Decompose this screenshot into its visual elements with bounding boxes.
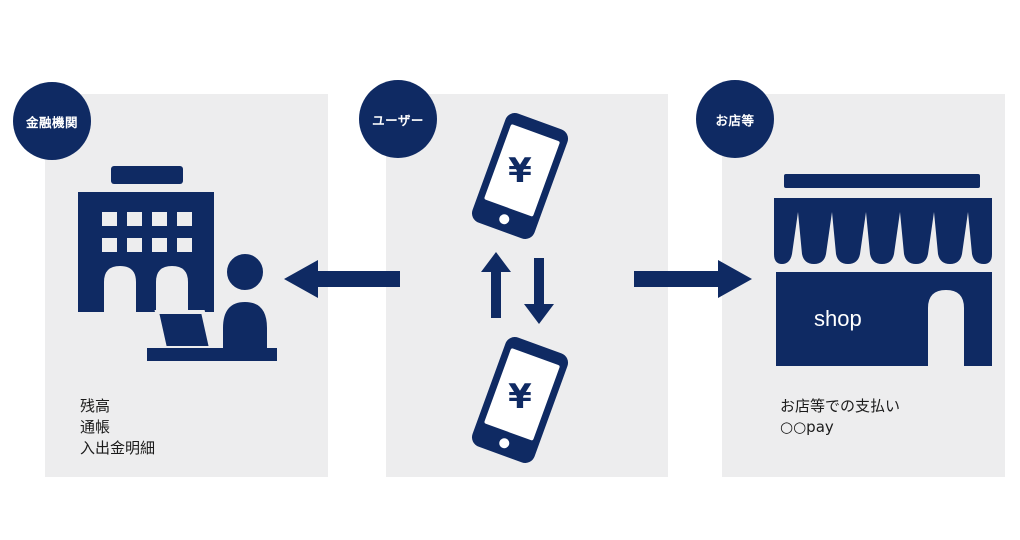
smartphone-yen-icon: ¥ [471, 337, 569, 463]
text-balance: 残高 [80, 397, 111, 415]
svg-text:¥: ¥ [508, 377, 532, 417]
text-passbook: 通帳 [80, 418, 111, 436]
user-badge: ユーザー [359, 80, 437, 158]
right-arrow-icon [634, 260, 752, 298]
text-pay-service: ○○pay [780, 418, 834, 436]
svg-text:¥: ¥ [508, 151, 532, 191]
text-shop-payment: お店等での支払い [780, 397, 901, 415]
text-transaction-details: 入出金明細 [80, 439, 156, 457]
person-at-laptop-icon [147, 250, 277, 361]
storefront-icon [774, 174, 992, 366]
shop-sign: shop [814, 306, 862, 331]
shop-badge: お店等 [696, 80, 774, 158]
financial-badge: 金融機関 [13, 82, 91, 160]
shop-description: お店等での支払い ○○pay [780, 396, 900, 438]
up-down-arrows-icon [481, 252, 554, 324]
left-arrow-icon [284, 260, 400, 298]
bank-building-icon [78, 166, 214, 312]
smartphone-yen-icon: ¥ [471, 113, 569, 239]
financial-description: 残高 通帳 入出金明細 [80, 396, 155, 459]
